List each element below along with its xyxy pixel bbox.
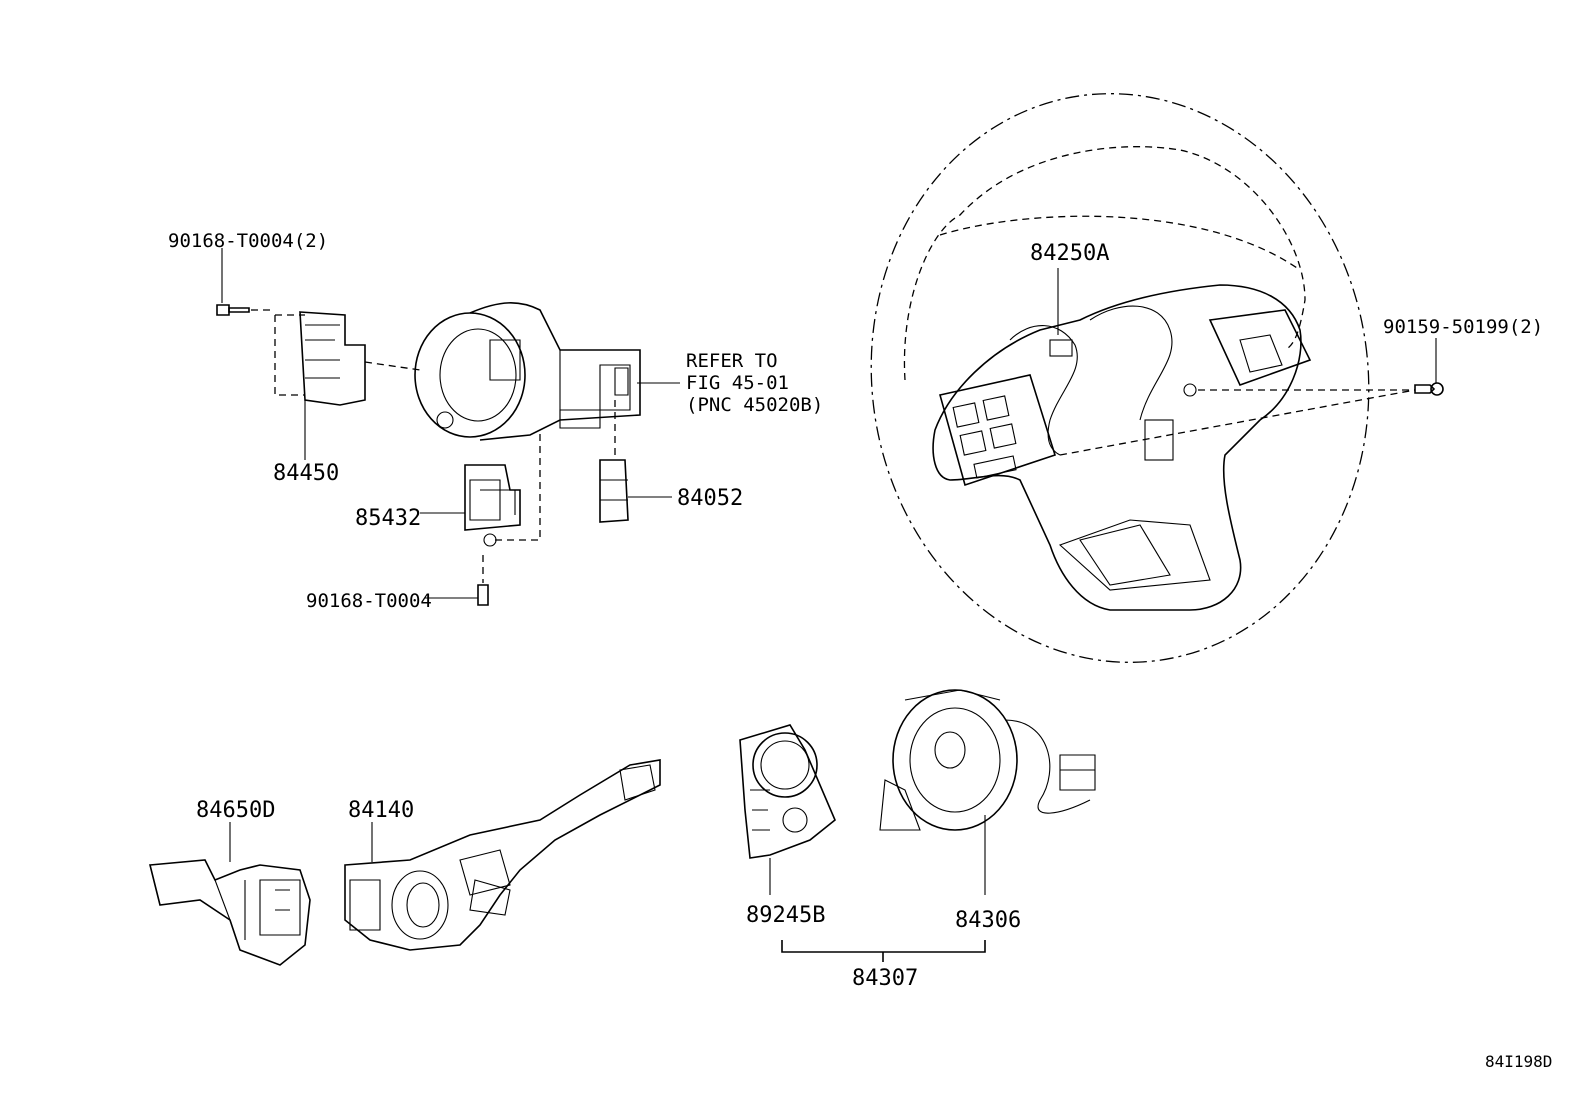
refer-note-line2: FIG 45-01 — [686, 372, 789, 394]
combination-switch-body — [414, 302, 641, 441]
label-84052: 84052 — [677, 486, 744, 511]
label-84650d: 84650D — [196, 798, 276, 823]
label-84140: 84140 — [348, 798, 415, 823]
refer-note-line1: REFER TO — [686, 350, 778, 372]
steering-wheel — [870, 93, 1444, 663]
steering-sensor-89245b — [739, 724, 836, 895]
refer-note-line3: (PNC 45020B) — [686, 394, 824, 416]
group-bracket-84307 — [781, 940, 986, 953]
label-84307: 84307 — [852, 966, 919, 991]
wiper-switch-84650d — [148, 822, 311, 966]
connector-84052 — [599, 382, 680, 523]
label-90159-50199-2: 90159-50199(2) — [1383, 316, 1544, 338]
label-90168-t0004: 90168-T0004 — [306, 590, 432, 612]
module-85432 — [420, 430, 541, 606]
label-90168-t0004-2: 90168-T0004(2) — [168, 230, 329, 252]
figure-id: 84I198D — [1485, 1052, 1553, 1071]
label-84450: 84450 — [273, 461, 340, 486]
label-84250a: 84250A — [1030, 241, 1110, 266]
label-85432: 85432 — [355, 506, 422, 531]
label-84306: 84306 — [955, 908, 1022, 933]
turn-switch-84140 — [344, 759, 661, 951]
spiral-cable-84306 — [879, 689, 1096, 895]
module-84450 — [216, 248, 421, 460]
label-89245b: 89245B — [746, 903, 826, 928]
